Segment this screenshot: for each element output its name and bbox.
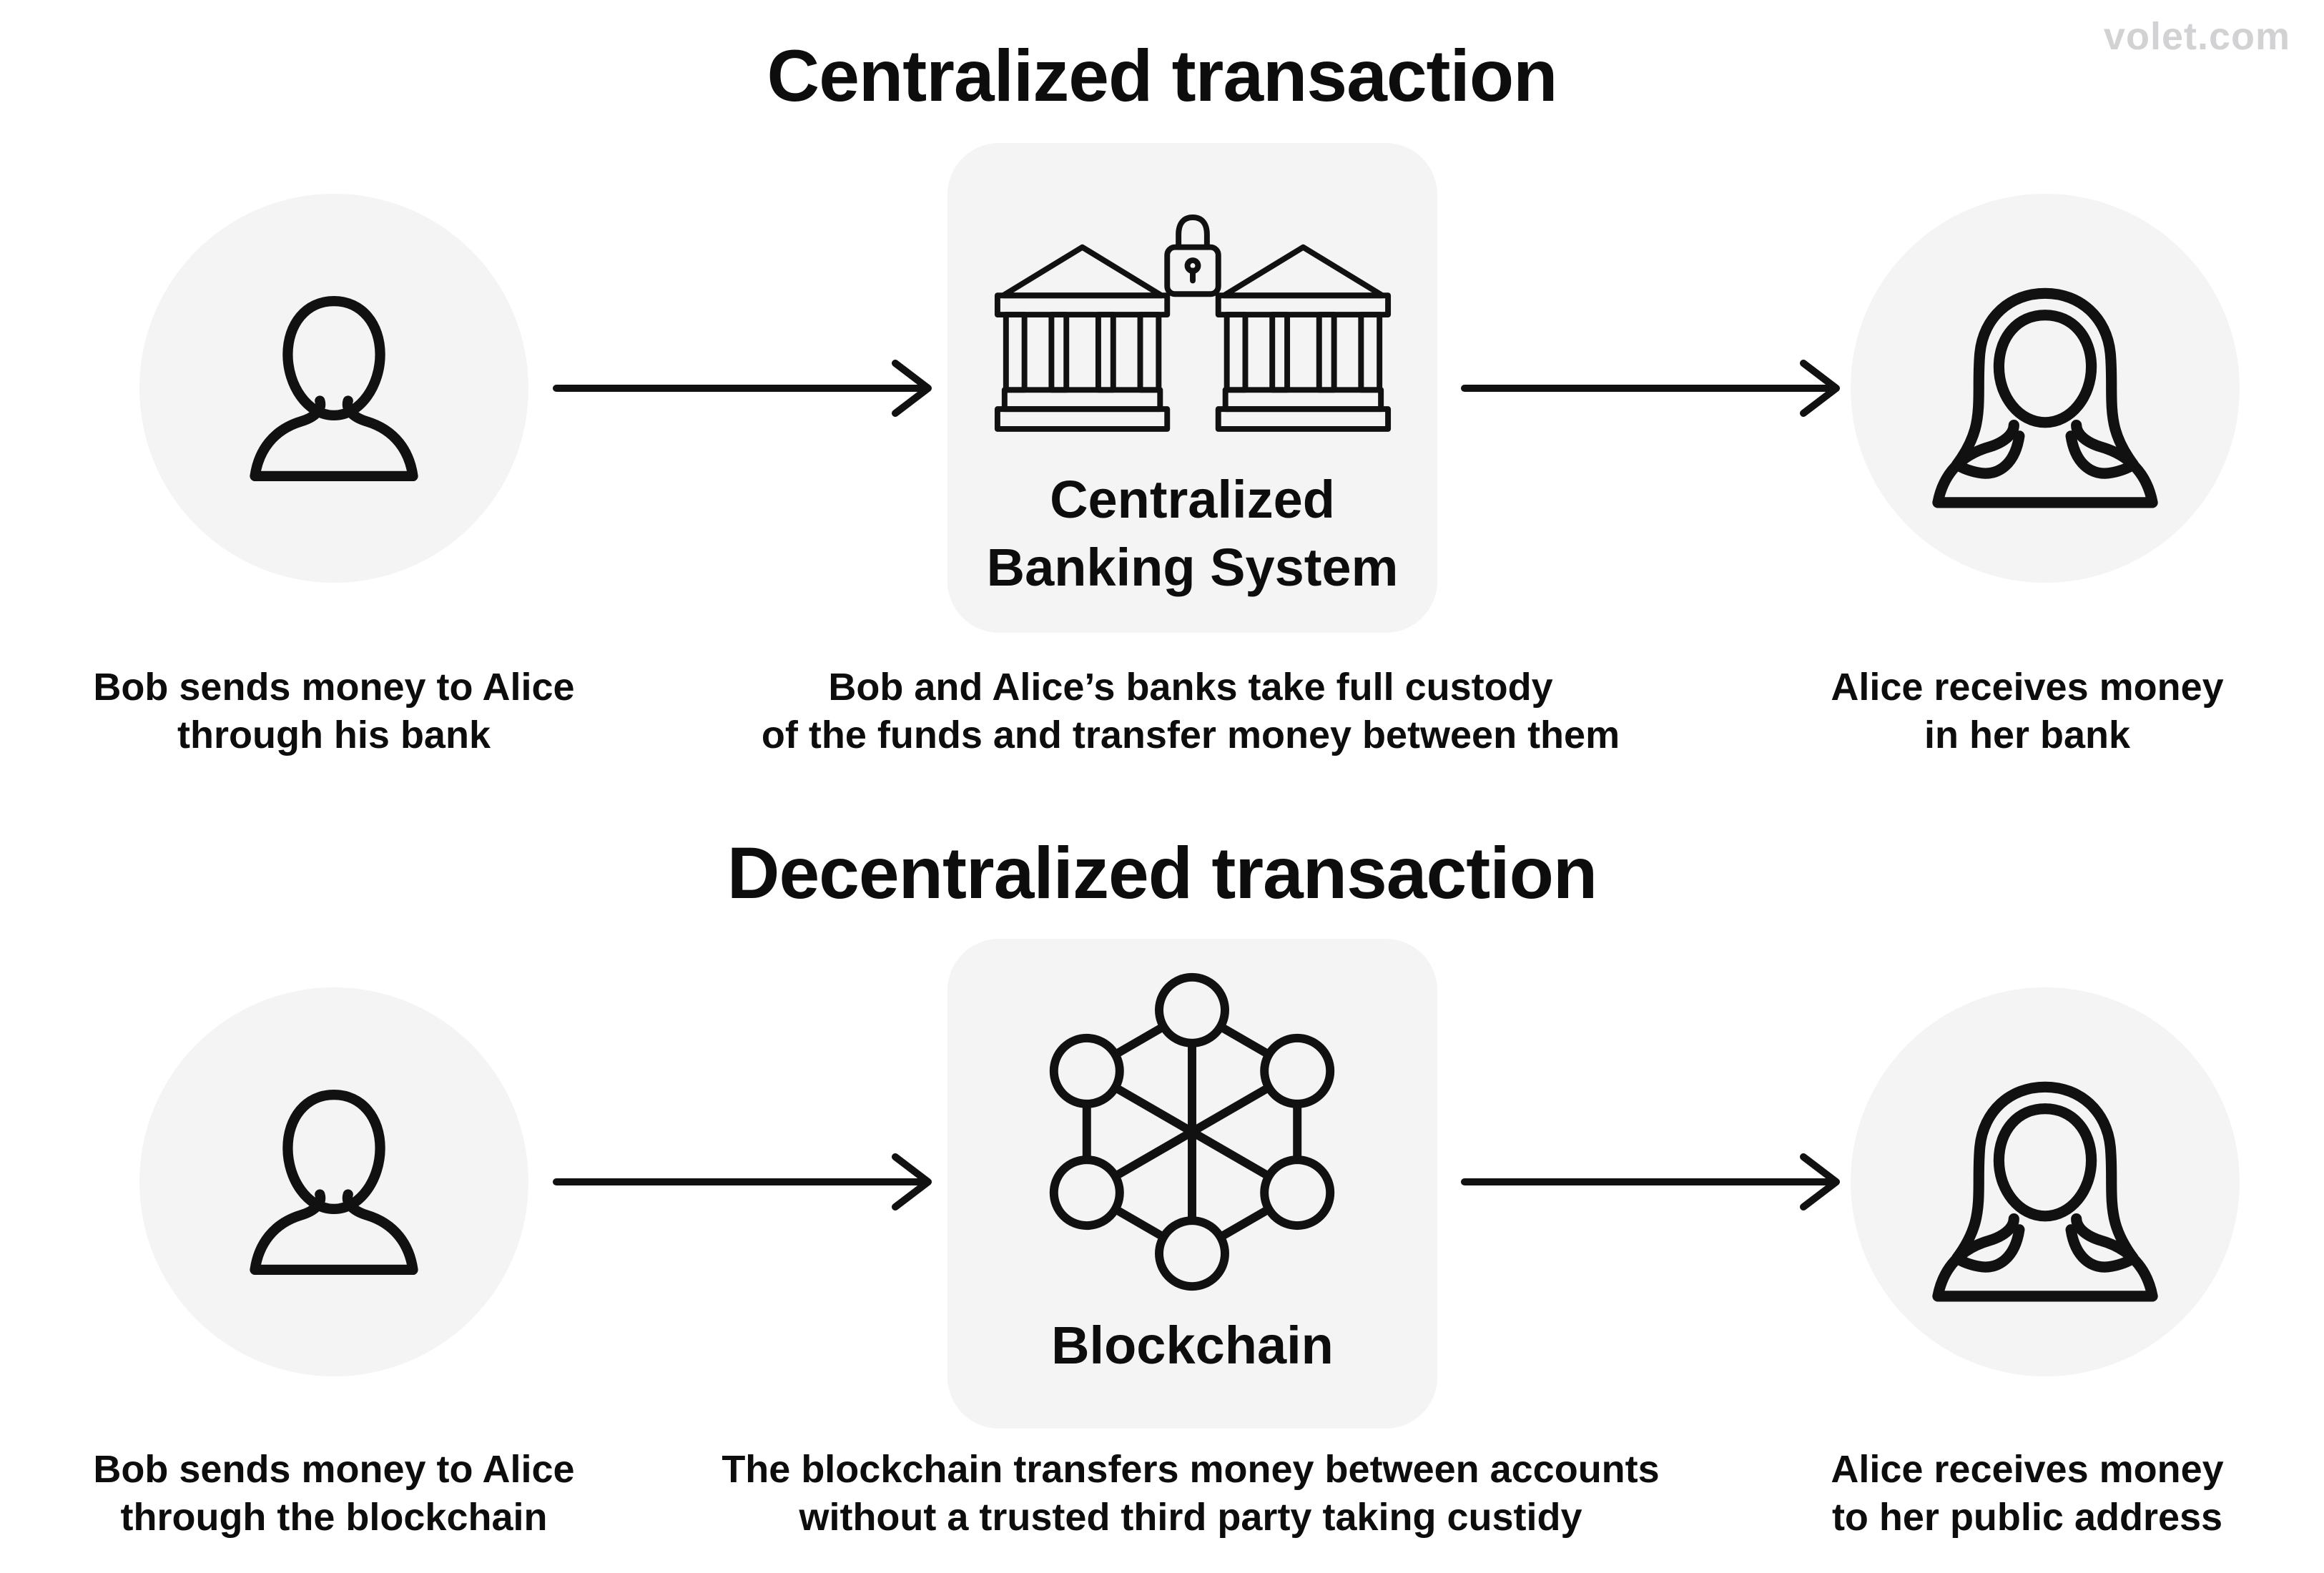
arrow-right-icon: [1461, 360, 1840, 417]
bob-avatar-circle: [139, 987, 528, 1376]
hub-label-line: Banking System: [986, 537, 1399, 597]
caption-line: without a trusted third party taking cus…: [799, 1495, 1582, 1539]
caption-line: Bob and Alice’s banks take full custody: [828, 666, 1553, 709]
alice-avatar-circle: [1851, 194, 2240, 583]
hub-label-line: Centralized: [1050, 470, 1335, 529]
alice-avatar-circle: [1851, 987, 2240, 1376]
section-title-centralized: Centralized transaction: [767, 35, 1558, 117]
arrow-right-icon: [553, 360, 932, 417]
arrow-right-icon: [1461, 1153, 1840, 1210]
hub-label-decentralized: Blockchain: [947, 1312, 1437, 1380]
arrow-right-icon: [553, 1153, 932, 1210]
blockchain-card: Blockchain: [947, 939, 1437, 1429]
caption-line: Alice receives money: [1831, 1448, 2224, 1491]
person-icon: [250, 295, 418, 482]
sender-caption-decentralized: Bob sends money to Alice through the blo…: [84, 1446, 584, 1542]
caption-line: through the blockchain: [120, 1495, 548, 1539]
bob-avatar-circle: [139, 194, 528, 583]
watermark: volet.com: [2103, 15, 2290, 58]
caption-line: through his bank: [177, 713, 491, 756]
caption-line: in her bank: [1924, 713, 2131, 756]
section-title-decentralized: Decentralized transaction: [727, 832, 1597, 914]
bank-buildings-lock-icon: [994, 214, 1392, 432]
hub-label-centralized: Centralized Banking System: [947, 466, 1437, 601]
caption-line: The blockchain transfers money between a…: [722, 1448, 1660, 1491]
centralized-banking-card: Centralized Banking System: [947, 143, 1437, 633]
receiver-caption-decentralized: Alice receives money to her public addre…: [1777, 1446, 2278, 1542]
receiver-caption-centralized: Alice receives money in her bank: [1777, 664, 2278, 759]
caption-line: Alice receives money: [1831, 666, 2224, 709]
hub-caption-centralized: Bob and Alice’s banks take full custody …: [690, 664, 1691, 759]
caption-line: Bob sends money to Alice: [93, 666, 575, 709]
sender-caption-centralized: Bob sends money to Alice through his ban…: [84, 664, 584, 759]
woman-icon: [1932, 1081, 2158, 1302]
hub-label-line: Blockchain: [1051, 1316, 1334, 1375]
caption-line: of the funds and transfer money between …: [761, 713, 1620, 756]
person-icon: [250, 1089, 418, 1276]
caption-line: Bob sends money to Alice: [93, 1448, 575, 1491]
caption-line: to her public address: [1831, 1495, 2223, 1539]
network-nodes-icon: [1049, 972, 1335, 1291]
woman-icon: [1932, 287, 2158, 508]
hub-caption-decentralized: The blockchain transfers money between a…: [690, 1446, 1691, 1542]
